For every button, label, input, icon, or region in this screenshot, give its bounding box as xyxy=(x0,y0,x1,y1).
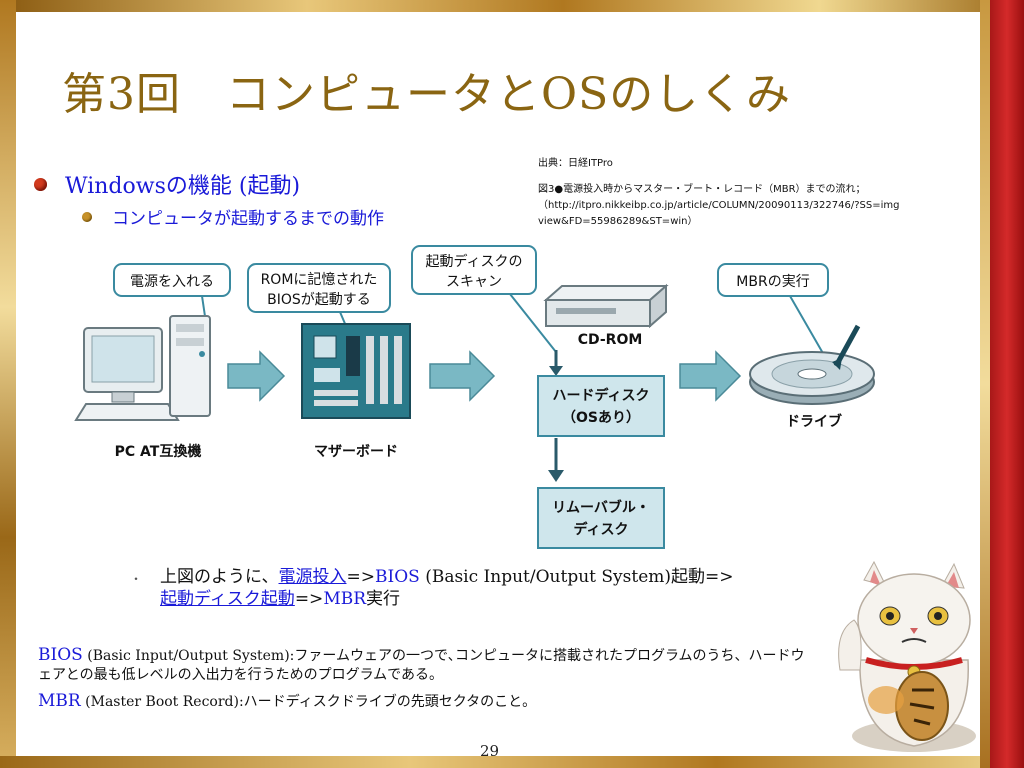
maneki-neko-image xyxy=(830,560,990,756)
note-bios: BIOS xyxy=(375,567,420,587)
red-border-right xyxy=(990,0,1024,768)
gold-frame-left xyxy=(0,0,16,768)
callout-disk-line1: 起動ディスクの xyxy=(425,253,522,270)
definition-mbr: MBR (Master Boot Record):ハードディスクドライブの先頭セ… xyxy=(38,692,808,712)
bullet-dot-icon xyxy=(82,211,92,222)
removable-box xyxy=(537,487,665,549)
boot-flow-diagram: 電源を入れる ROMに記憶された BIOSが起動する 起動ディスクの スキャン … xyxy=(70,242,890,554)
flow-arrow-3 xyxy=(679,350,742,402)
note-exec: 実行 xyxy=(366,589,401,609)
scan-arrow-head xyxy=(549,366,563,376)
gold-frame-right xyxy=(980,0,990,768)
note-arrow2: => xyxy=(294,589,324,609)
label-hdd-line2: （OSあり） xyxy=(562,410,640,426)
note-boot-disk: 起動ディスク起動 xyxy=(160,589,295,609)
bullet-dot-icon xyxy=(34,177,47,191)
callout-rom-line2: BIOSが起動する xyxy=(267,292,371,308)
callout-disk-scan: 起動ディスクの スキャン xyxy=(411,245,557,353)
boot-sequence-note: 上図のように、電源投入=>BIOS (Basic Input/Output Sy… xyxy=(160,566,840,610)
label-cdrom: CD-ROM xyxy=(578,332,643,348)
label-removable-line2: ディスク xyxy=(573,521,628,538)
note-power-on: 電源投入 xyxy=(278,567,347,587)
cdrom-illustration xyxy=(543,283,669,329)
source-label: 出典：日経ITPro xyxy=(538,158,613,169)
pc-illustration xyxy=(74,315,211,421)
callout-disk-line2: スキャン xyxy=(446,274,502,290)
callout-rom-bios: ROMに記憶された BIOSが起動する xyxy=(247,263,391,341)
gold-frame-bottom xyxy=(0,756,1024,768)
page-number: 29 xyxy=(480,742,500,760)
callout-mbr: MBRの実行 xyxy=(717,263,829,363)
bullet-level1-text: Windowsの機能 (起動) xyxy=(65,174,301,199)
disk-illustration xyxy=(749,324,875,405)
callout-mbr-text: MBRの実行 xyxy=(736,274,809,290)
bullet-level1: Windowsの機能 (起動) xyxy=(34,168,300,200)
flow-arrow-1 xyxy=(227,350,286,402)
source-url[interactable]: （http://itpro.nikkeibp.co.jp/article/COL… xyxy=(538,200,900,227)
definition-bios-term: BIOS xyxy=(38,645,83,665)
bullet-level2-text: コンピュータが起動するまでの動作 xyxy=(112,209,384,229)
bullet-level2: コンピュータが起動するまでの動作 xyxy=(82,204,384,229)
label-motherboard: マザーボード xyxy=(314,444,398,460)
flow-arrow-2 xyxy=(429,350,496,402)
source-citation: 出典：日経ITPro 図3●電源投入時からマスター・ブート・レコード（MBR）ま… xyxy=(538,156,938,230)
gold-frame-top xyxy=(0,0,1024,12)
slide-title: 第3回 コンピュータとOSのしくみ xyxy=(62,69,791,120)
callout-rom-line1: ROMに記憶された xyxy=(261,271,378,288)
note-bios-expansion: (Basic Input/Output System)起動=> xyxy=(419,567,734,587)
note-bullet: ・ xyxy=(130,572,143,586)
callout-power: 電源を入れる xyxy=(113,263,231,351)
note-mbr: MBR xyxy=(323,589,367,609)
down-arrow-head xyxy=(548,470,564,482)
definition-mbr-text: (Master Boot Record):ハードディスクドライブの先頭セクタのこ… xyxy=(80,694,537,710)
label-pc: PC AT互換機 xyxy=(115,443,202,460)
note-arrow1: => xyxy=(346,567,376,587)
label-drive: ドライブ xyxy=(786,413,842,430)
label-removable-line1: リムーバブル・ xyxy=(552,499,650,516)
motherboard-illustration xyxy=(301,323,411,419)
definition-bios-text: (Basic Input/Output System):ファームウェアの一つで､… xyxy=(38,648,805,683)
source-caption: 図3●電源投入時からマスター・ブート・レコード（MBR）までの流れ； xyxy=(538,184,866,195)
hdd-box xyxy=(537,375,665,437)
definition-mbr-term: MBR xyxy=(38,691,81,711)
label-hdd-line1: ハードディスク xyxy=(552,387,649,404)
callout-power-text: 電源を入れる xyxy=(130,274,214,290)
note-part1: 上図のように、 xyxy=(160,567,279,587)
definition-bios: BIOS (Basic Input/Output System):ファームウェア… xyxy=(38,646,808,685)
